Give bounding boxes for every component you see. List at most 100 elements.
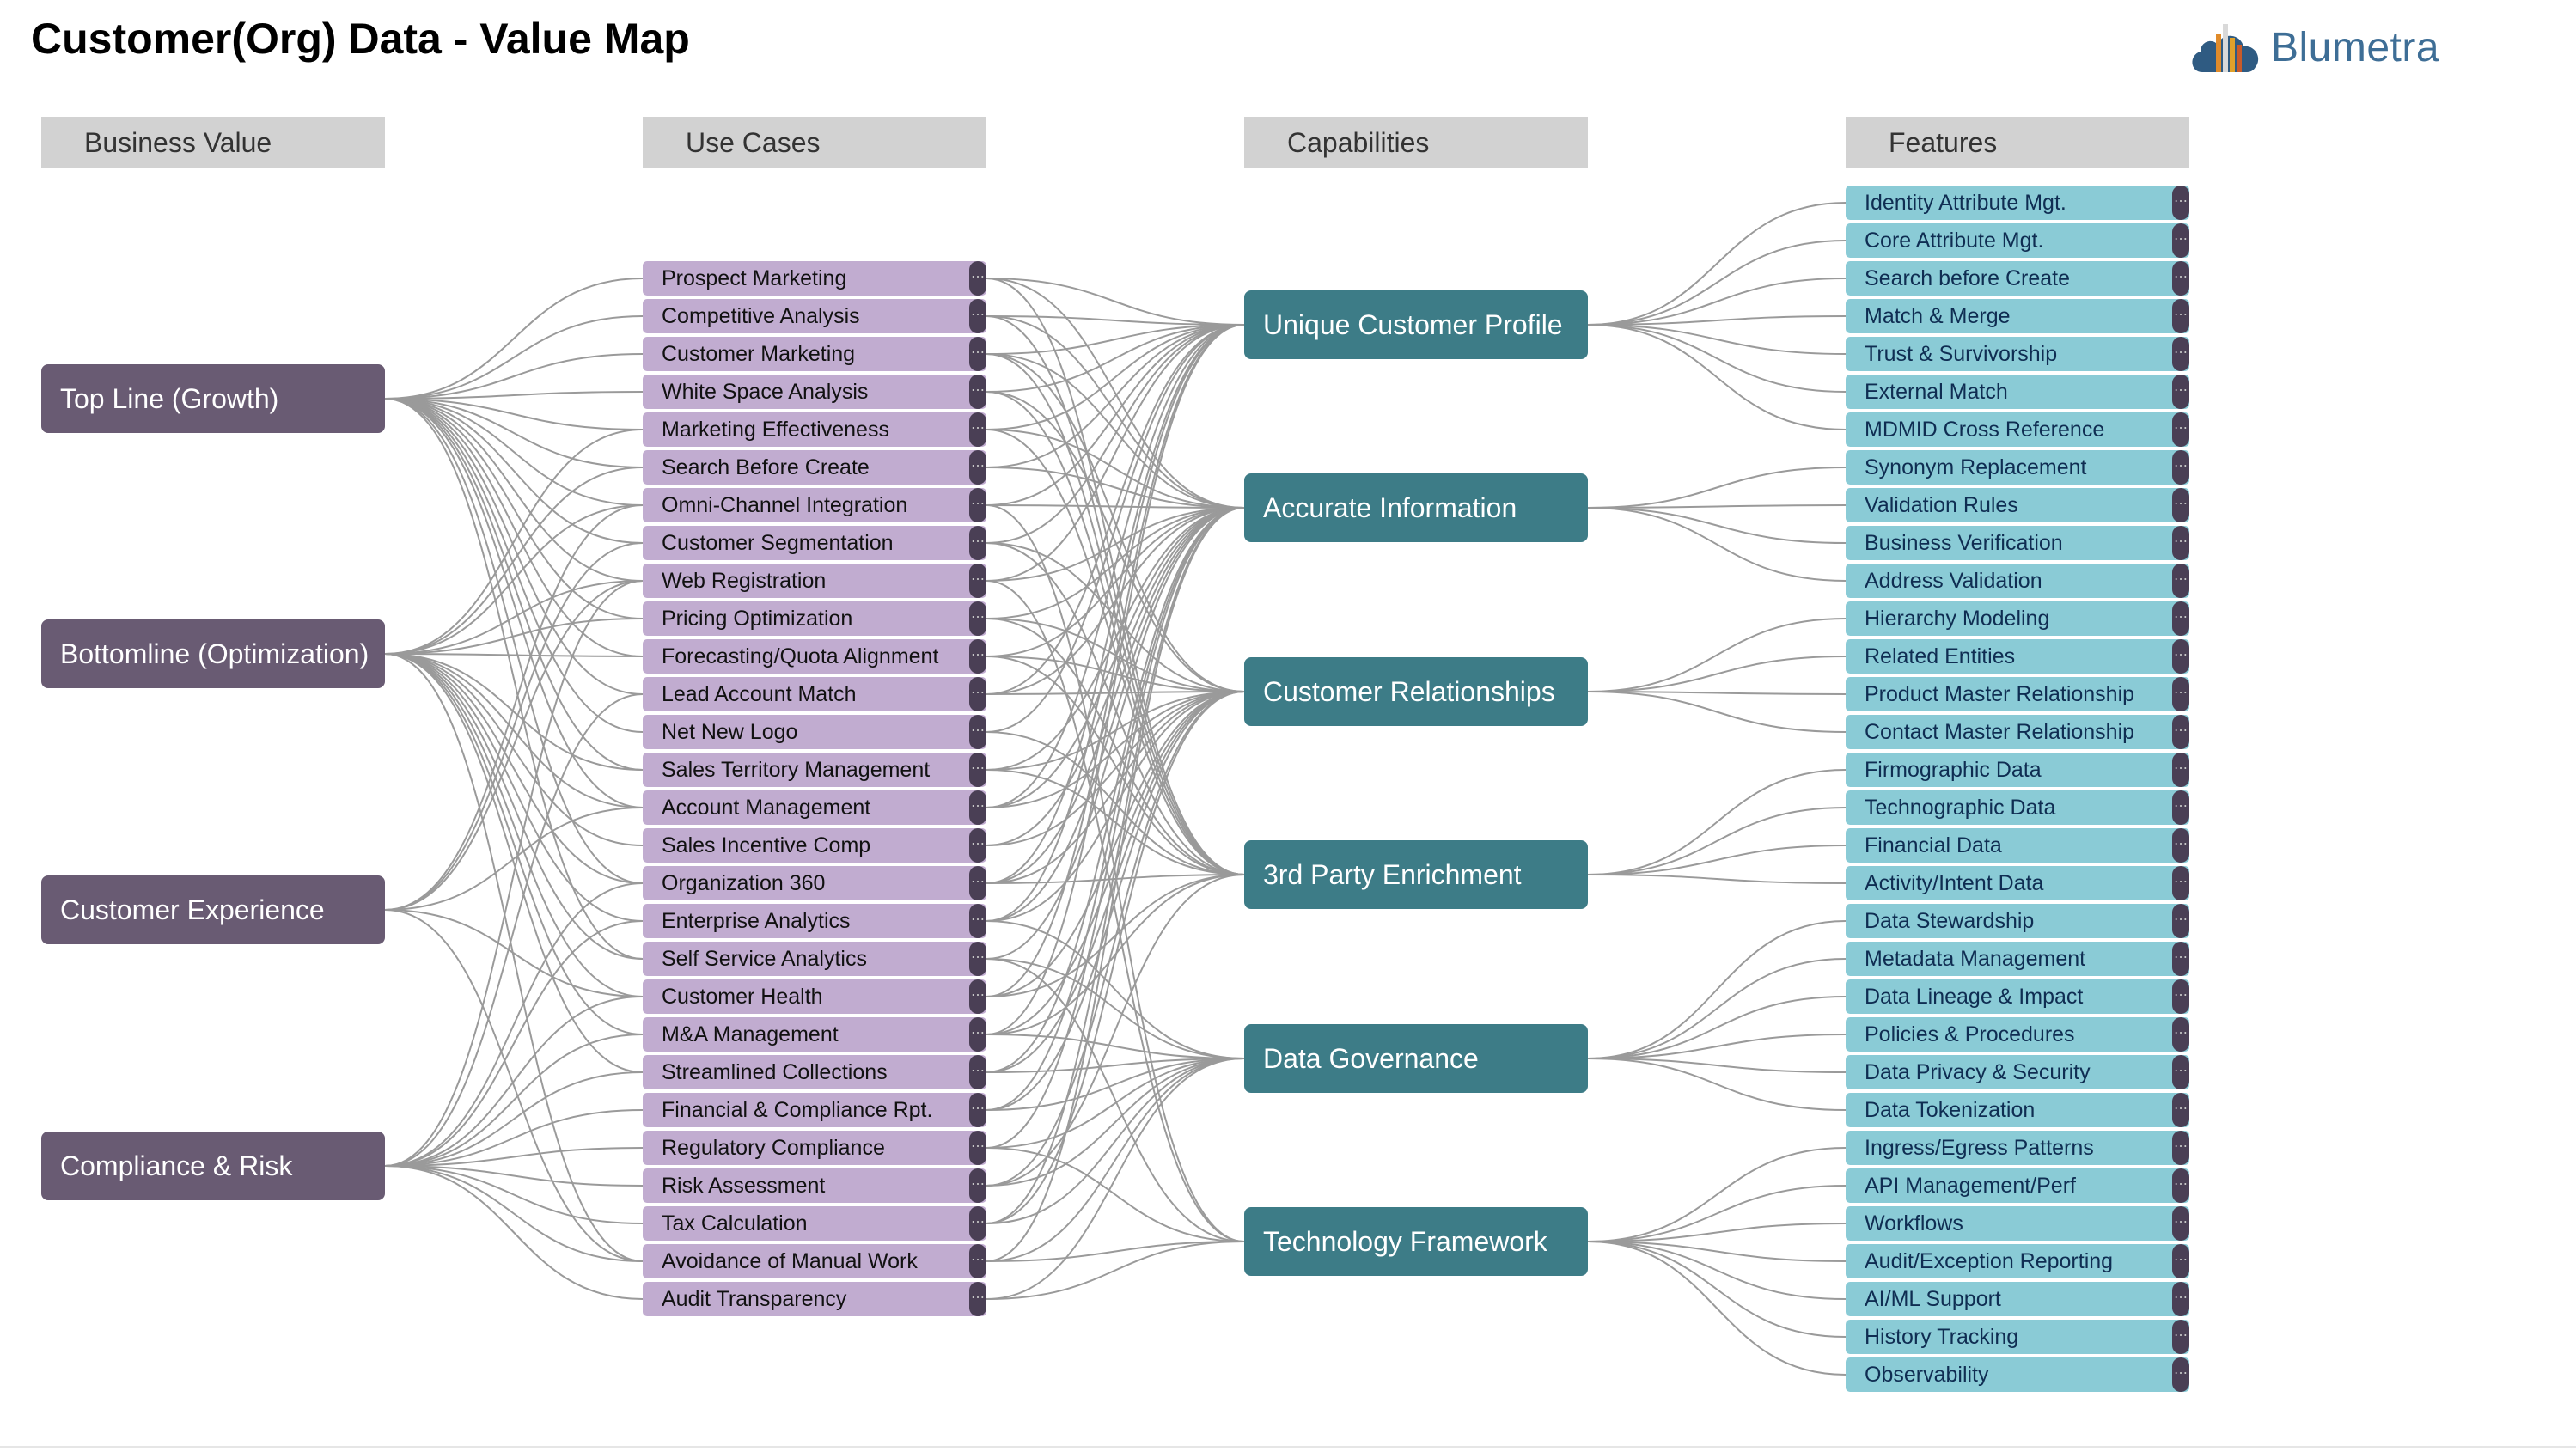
feature-node-related-entities[interactable]: Related Entities (1846, 639, 2189, 674)
node-handle-icon[interactable] (969, 1131, 986, 1165)
node-handle-icon[interactable] (2172, 1244, 2189, 1278)
feature-node-ai-ml-support[interactable]: AI/ML Support (1846, 1282, 2189, 1316)
node-handle-icon[interactable] (2172, 753, 2189, 787)
capability-node-customer-relationships[interactable]: Customer Relationships (1244, 657, 1588, 726)
node-handle-icon[interactable] (2172, 1320, 2189, 1354)
feature-node-activity-intent-data[interactable]: Activity/Intent Data (1846, 866, 2189, 900)
feature-node-data-tokenization[interactable]: Data Tokenization (1846, 1093, 2189, 1127)
node-handle-icon[interactable] (969, 677, 986, 711)
use-case-node-prospect-marketing[interactable]: Prospect Marketing (643, 261, 986, 296)
use-case-node-manda-management[interactable]: M&A Management (643, 1017, 986, 1052)
node-handle-icon[interactable] (969, 715, 986, 749)
use-case-node-regulatory-compliance[interactable]: Regulatory Compliance (643, 1131, 986, 1165)
node-handle-icon[interactable] (2172, 677, 2189, 711)
node-handle-icon[interactable] (2172, 601, 2189, 636)
capability-node-3rd-party-enrichment[interactable]: 3rd Party Enrichment (1244, 840, 1588, 909)
use-case-node-competitive-analysis[interactable]: Competitive Analysis (643, 299, 986, 333)
node-handle-icon[interactable] (2172, 375, 2189, 409)
node-handle-icon[interactable] (2172, 979, 2189, 1014)
node-handle-icon[interactable] (2172, 904, 2189, 938)
use-case-node-avoidance-of-manual-work[interactable]: Avoidance of Manual Work (643, 1244, 986, 1278)
feature-node-technographic-data[interactable]: Technographic Data (1846, 790, 2189, 825)
node-handle-icon[interactable] (969, 488, 986, 522)
use-case-node-lead-account-match[interactable]: Lead Account Match (643, 677, 986, 711)
business-value-node-bottomline-optimization[interactable]: Bottomline (Optimization) (41, 619, 385, 688)
use-case-node-search-before-create[interactable]: Search Before Create (643, 450, 986, 485)
feature-node-address-validation[interactable]: Address Validation (1846, 564, 2189, 598)
node-handle-icon[interactable] (969, 564, 986, 598)
use-case-node-sales-territory-management[interactable]: Sales Territory Management (643, 753, 986, 787)
use-case-node-account-management[interactable]: Account Management (643, 790, 986, 825)
node-handle-icon[interactable] (969, 1055, 986, 1089)
use-case-node-customer-segmentation[interactable]: Customer Segmentation (643, 526, 986, 560)
feature-node-observability[interactable]: Observability (1846, 1357, 2189, 1392)
node-handle-icon[interactable] (2172, 412, 2189, 447)
capability-node-data-governance[interactable]: Data Governance (1244, 1024, 1588, 1093)
node-handle-icon[interactable] (2172, 450, 2189, 485)
node-handle-icon[interactable] (2172, 790, 2189, 825)
node-handle-icon[interactable] (969, 375, 986, 409)
feature-node-search-before-create[interactable]: Search before Create (1846, 261, 2189, 296)
node-handle-icon[interactable] (969, 526, 986, 560)
feature-node-match-and-merge[interactable]: Match & Merge (1846, 299, 2189, 333)
use-case-node-pricing-optimization[interactable]: Pricing Optimization (643, 601, 986, 636)
node-handle-icon[interactable] (969, 450, 986, 485)
node-handle-icon[interactable] (969, 1206, 986, 1241)
node-handle-icon[interactable] (969, 337, 986, 371)
use-case-node-streamlined-collections[interactable]: Streamlined Collections (643, 1055, 986, 1089)
node-handle-icon[interactable] (969, 1017, 986, 1052)
business-value-node-compliance-and-risk[interactable]: Compliance & Risk (41, 1132, 385, 1200)
feature-node-trust-and-survivorship[interactable]: Trust & Survivorship (1846, 337, 2189, 371)
feature-node-financial-data[interactable]: Financial Data (1846, 828, 2189, 863)
node-handle-icon[interactable] (2172, 866, 2189, 900)
node-handle-icon[interactable] (2172, 299, 2189, 333)
feature-node-identity-attribute-mgt[interactable]: Identity Attribute Mgt. (1846, 186, 2189, 220)
node-handle-icon[interactable] (969, 1244, 986, 1278)
feature-node-product-master-relationship[interactable]: Product Master Relationship (1846, 677, 2189, 711)
feature-node-ingress-egress-patterns[interactable]: Ingress/Egress Patterns (1846, 1131, 2189, 1165)
feature-node-metadata-management[interactable]: Metadata Management (1846, 942, 2189, 976)
node-handle-icon[interactable] (969, 601, 986, 636)
feature-node-data-stewardship[interactable]: Data Stewardship (1846, 904, 2189, 938)
use-case-node-audit-transparency[interactable]: Audit Transparency (643, 1282, 986, 1316)
feature-node-policies-and-procedures[interactable]: Policies & Procedures (1846, 1017, 2189, 1052)
feature-node-firmographic-data[interactable]: Firmographic Data (1846, 753, 2189, 787)
node-handle-icon[interactable] (2172, 1168, 2189, 1203)
node-handle-icon[interactable] (2172, 261, 2189, 296)
node-handle-icon[interactable] (2172, 564, 2189, 598)
node-handle-icon[interactable] (969, 942, 986, 976)
node-handle-icon[interactable] (2172, 1206, 2189, 1241)
node-handle-icon[interactable] (969, 1168, 986, 1203)
use-case-node-marketing-effectiveness[interactable]: Marketing Effectiveness (643, 412, 986, 447)
node-handle-icon[interactable] (969, 979, 986, 1014)
feature-node-synonym-replacement[interactable]: Synonym Replacement (1846, 450, 2189, 485)
node-handle-icon[interactable] (969, 299, 986, 333)
use-case-node-omni-channel-integration[interactable]: Omni-Channel Integration (643, 488, 986, 522)
feature-node-workflows[interactable]: Workflows (1846, 1206, 2189, 1241)
feature-node-data-privacy-and-security[interactable]: Data Privacy & Security (1846, 1055, 2189, 1089)
node-handle-icon[interactable] (969, 1282, 986, 1316)
use-case-node-web-registration[interactable]: Web Registration (643, 564, 986, 598)
node-handle-icon[interactable] (2172, 1131, 2189, 1165)
node-handle-icon[interactable] (2172, 526, 2189, 560)
use-case-node-self-service-analytics[interactable]: Self Service Analytics (643, 942, 986, 976)
feature-node-core-attribute-mgt[interactable]: Core Attribute Mgt. (1846, 223, 2189, 258)
feature-node-external-match[interactable]: External Match (1846, 375, 2189, 409)
use-case-node-enterprise-analytics[interactable]: Enterprise Analytics (643, 904, 986, 938)
use-case-node-risk-assessment[interactable]: Risk Assessment (643, 1168, 986, 1203)
node-handle-icon[interactable] (2172, 1017, 2189, 1052)
feature-node-mdmid-cross-reference[interactable]: MDMID Cross Reference (1846, 412, 2189, 447)
use-case-node-customer-health[interactable]: Customer Health (643, 979, 986, 1014)
use-case-node-tax-calculation[interactable]: Tax Calculation (643, 1206, 986, 1241)
node-handle-icon[interactable] (969, 828, 986, 863)
use-case-node-net-new-logo[interactable]: Net New Logo (643, 715, 986, 749)
feature-node-api-management-perf[interactable]: API Management/Perf (1846, 1168, 2189, 1203)
node-handle-icon[interactable] (969, 261, 986, 296)
node-handle-icon[interactable] (2172, 715, 2189, 749)
node-handle-icon[interactable] (2172, 1282, 2189, 1316)
feature-node-history-tracking[interactable]: History Tracking (1846, 1320, 2189, 1354)
node-handle-icon[interactable] (969, 790, 986, 825)
use-case-node-customer-marketing[interactable]: Customer Marketing (643, 337, 986, 371)
use-case-node-sales-incentive-comp[interactable]: Sales Incentive Comp (643, 828, 986, 863)
use-case-node-forecasting-quota-alignment[interactable]: Forecasting/Quota Alignment (643, 639, 986, 674)
